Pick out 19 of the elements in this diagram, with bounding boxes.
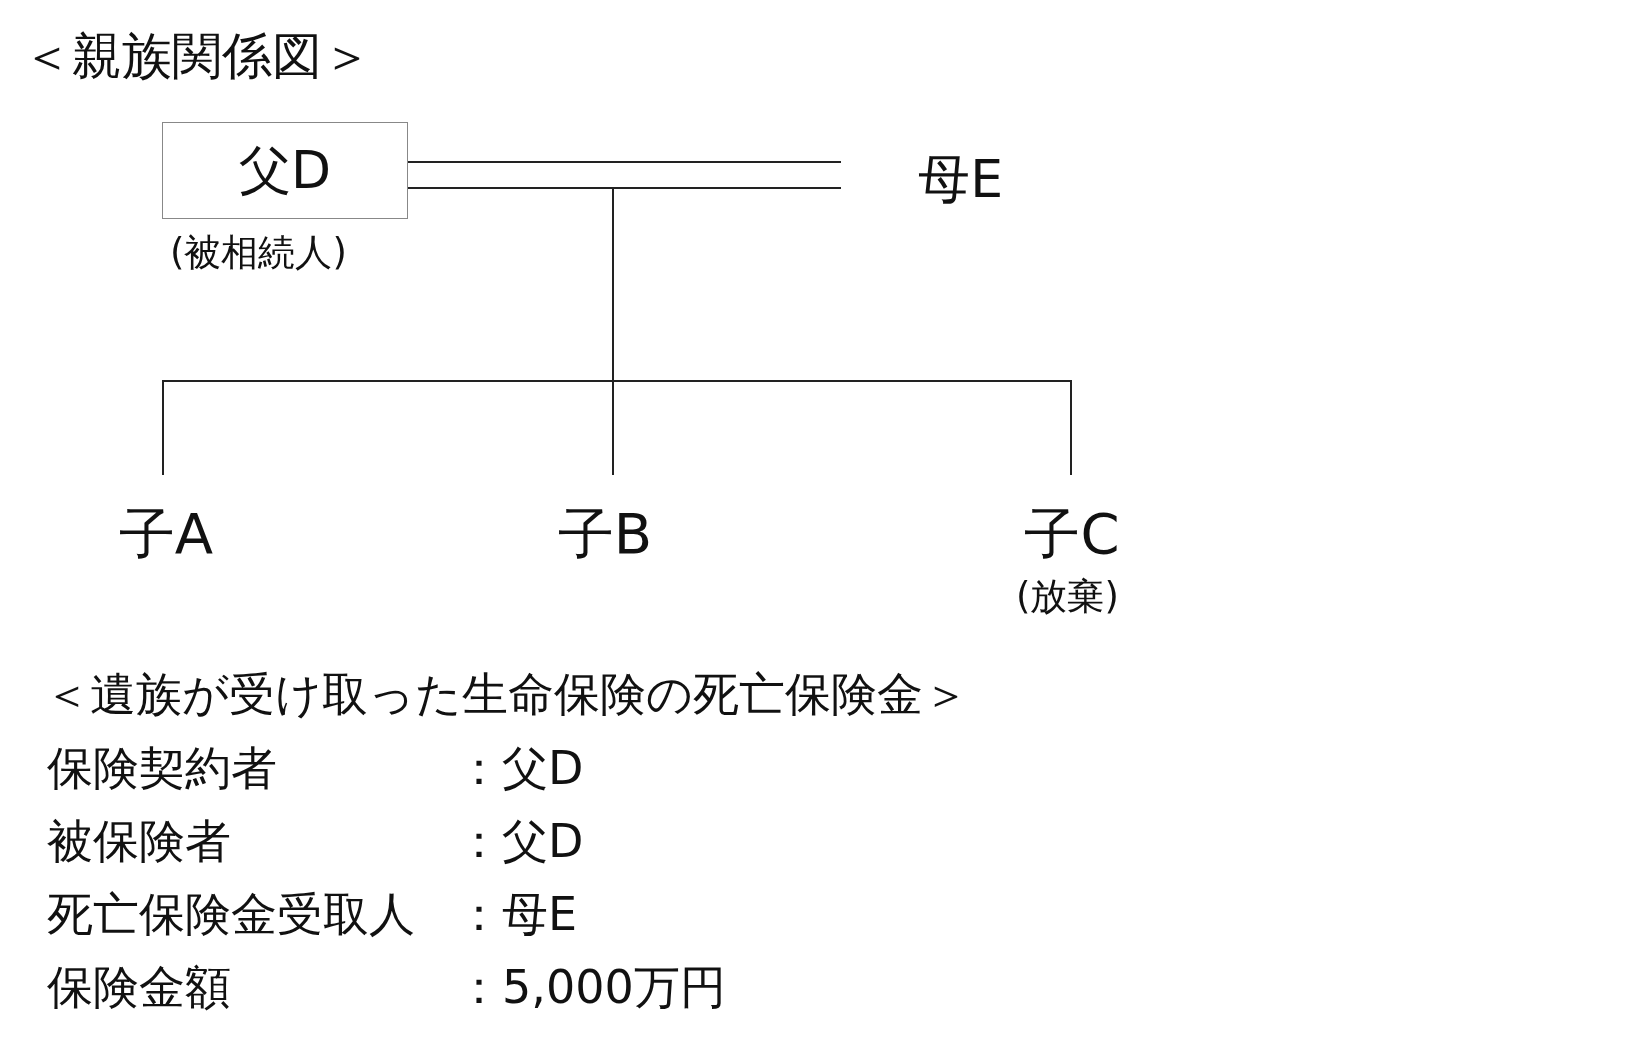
table-value: ：5,000万円 bbox=[456, 961, 726, 1014]
table-label: 保険契約者 bbox=[47, 742, 277, 795]
diagram-title: ＜親族関係図＞ bbox=[22, 28, 372, 86]
connector-line bbox=[407, 161, 842, 189]
person-name: 子C bbox=[1016, 503, 1128, 567]
node-caption: (放棄) bbox=[1016, 576, 1119, 619]
table-label: 保険金額 bbox=[47, 961, 231, 1014]
person-name: 母E bbox=[841, 148, 1003, 212]
table-label: 被保険者 bbox=[47, 815, 231, 868]
connector-line bbox=[612, 187, 1072, 476]
table-value: ：父D bbox=[456, 815, 584, 868]
person-name: 子A bbox=[110, 503, 222, 567]
table-label: 死亡保険金受取人 bbox=[47, 888, 415, 941]
table-value: ：母E bbox=[456, 888, 578, 941]
node-caption: (被相続人) bbox=[170, 232, 347, 275]
person-name: 子B bbox=[548, 503, 662, 567]
table-value: ：父D bbox=[456, 742, 584, 795]
section-heading: ＜遺族が受け取った生命保険の死亡保険金＞ bbox=[44, 668, 969, 721]
person-box: 父D bbox=[162, 122, 408, 219]
